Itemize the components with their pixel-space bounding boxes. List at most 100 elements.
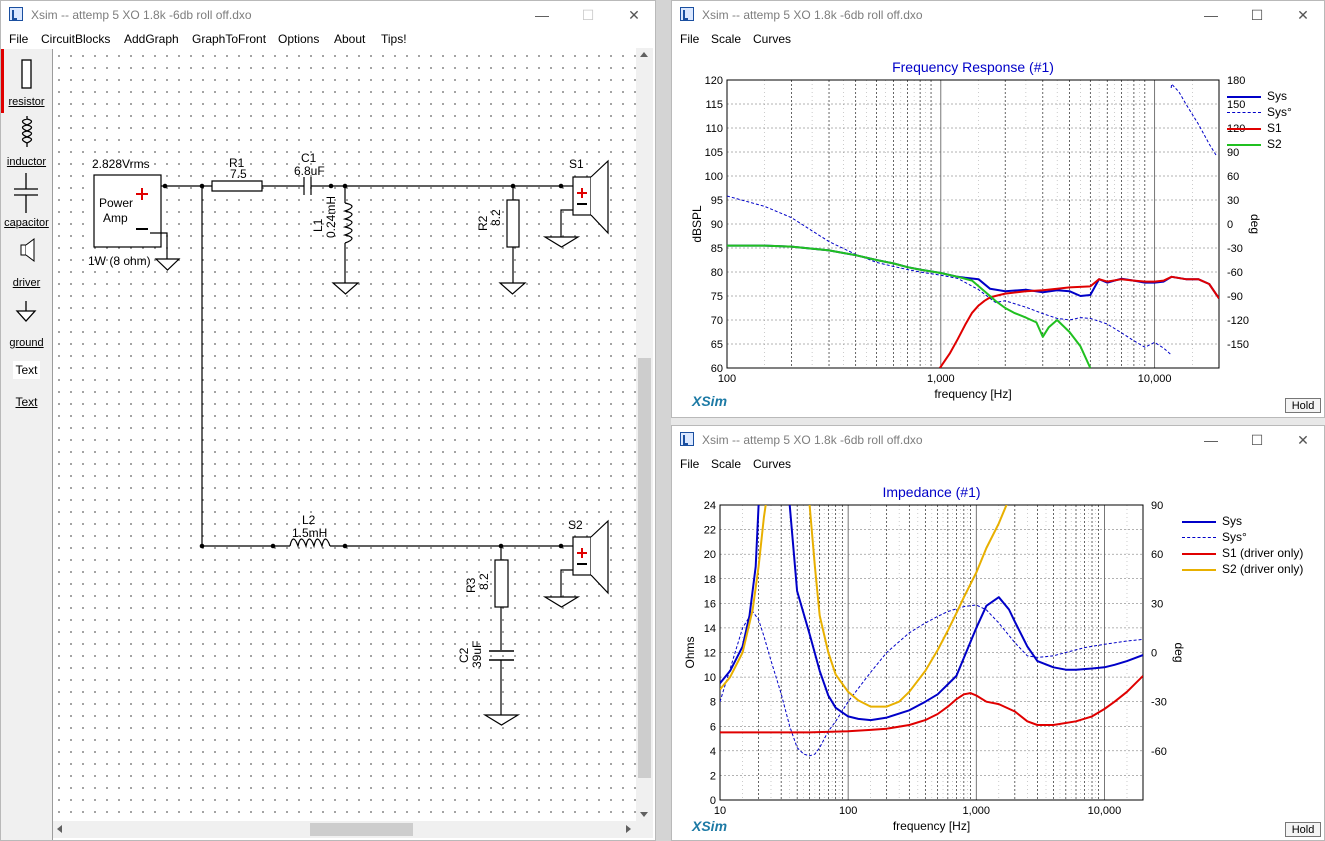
y-tick-label: 18 [704, 574, 716, 586]
resistor-icon [21, 59, 32, 89]
scroll-right-arrow-icon[interactable] [626, 825, 631, 833]
y-tick-label: 12 [704, 648, 716, 660]
text-icon: Text [15, 395, 38, 409]
freq-titlebar[interactable]: Xsim -- attemp 5 XO 1.8k -6db roll off.d… [672, 1, 1324, 29]
menu-addgraph[interactable]: AddGraph [124, 32, 179, 46]
y2-tick-label: 60 [1227, 171, 1239, 183]
menu-tips[interactable]: Tips! [381, 32, 407, 46]
menu-curves[interactable]: Curves [753, 457, 792, 471]
schematic-menubar: File CircuitBlocks AddGraph GraphToFront… [1, 29, 655, 49]
vertical-scroll-thumb[interactable] [638, 358, 651, 778]
y-tick-label: 115 [705, 99, 723, 111]
y-tick-label: 85 [711, 243, 723, 255]
window-title: Xsim -- attemp 5 XO 1.8k -6db roll off.d… [702, 8, 923, 22]
menu-scale[interactable]: Scale [711, 457, 742, 471]
close-icon[interactable]: ✕ [628, 7, 640, 23]
y-tick-label: 10 [704, 672, 716, 684]
y2-tick-label: -120 [1227, 315, 1249, 327]
series-line-s2-driver-only- [720, 505, 1008, 708]
series-group [720, 505, 1143, 757]
x-tick-label: 10,000 [1138, 373, 1172, 385]
plot-frame [726, 79, 1220, 369]
capacitor-icon [14, 173, 38, 213]
palette-selection-marker [1, 49, 4, 113]
y2-tick-label: -90 [1227, 291, 1243, 303]
chart-title: Impedance (#1) [882, 484, 980, 500]
series-line-sys- [727, 83, 1218, 355]
xsim-app-icon [680, 7, 694, 21]
minimize-icon[interactable]: — [1204, 432, 1218, 448]
palette-ground[interactable]: ground [1, 299, 52, 351]
menu-graphtofront[interactable]: GraphToFront [192, 32, 267, 46]
menu-circuitblocks[interactable]: CircuitBlocks [41, 32, 111, 46]
series-group [727, 83, 1219, 368]
y2-tick-label: 150 [1227, 99, 1245, 111]
menu-file[interactable]: File [9, 32, 29, 46]
vertical-scrollbar[interactable] [636, 48, 653, 821]
y2-tick-label: 30 [1227, 195, 1239, 207]
chart-title: Frequency Response (#1) [892, 59, 1054, 75]
palette-inductor[interactable]: inductor [1, 115, 52, 171]
series-line-s1-driver-only- [720, 675, 1143, 734]
y2-tick-label: -30 [1151, 697, 1167, 709]
inductor-icon [21, 116, 33, 147]
menu-scale[interactable]: Scale [711, 32, 742, 46]
menu-file[interactable]: File [680, 32, 700, 46]
y2-axis-label: deg [1172, 642, 1186, 662]
y2-tick-label: 30 [1151, 598, 1163, 610]
palette-resistor[interactable]: resistor [1, 57, 52, 113]
text-icon: Text [13, 361, 40, 379]
palette-capacitor[interactable]: capacitor [1, 173, 52, 229]
horizontal-scroll-thumb[interactable] [310, 823, 413, 836]
horizontal-scrollbar[interactable] [53, 821, 653, 838]
close-icon[interactable]: ✕ [1297, 432, 1309, 448]
xsim-label: XSim [692, 393, 728, 409]
window-separator [656, 0, 671, 841]
scroll-up-arrow-icon[interactable] [640, 52, 648, 57]
y2-tick-label: -30 [1227, 243, 1243, 255]
schematic-titlebar[interactable]: Xsim -- attemp 5 XO 1.8k -6db roll off.d… [1, 1, 655, 29]
maximize-icon[interactable]: ☐ [1250, 7, 1264, 23]
palette-text-boxed[interactable]: Text [1, 361, 52, 391]
menu-file[interactable]: File [680, 457, 700, 471]
y-tick-label: 60 [711, 363, 723, 375]
component-palette: resistor inductor capacitor driver groun… [1, 49, 53, 840]
palette-label: inductor [6, 156, 47, 168]
y-tick-label: 4 [710, 746, 716, 758]
frequency-response-chart[interactable]: 6065707580859095100105110115120-150-120-… [672, 49, 1324, 417]
plot-frame [719, 504, 1144, 801]
maximize-icon[interactable]: ☐ [1250, 432, 1264, 448]
y-tick-label: 90 [711, 219, 723, 231]
menu-about[interactable]: About [334, 32, 366, 46]
maximize-icon[interactable]: ☐ [581, 7, 595, 23]
y-tick-label: 70 [711, 315, 723, 327]
palette-driver[interactable]: driver [1, 237, 52, 289]
driver-icon [20, 238, 35, 262]
y-tick-label: 105 [705, 147, 723, 159]
scroll-left-arrow-icon[interactable] [57, 825, 62, 833]
y-tick-label: 100 [705, 171, 723, 183]
legend-sys: Sys [1222, 514, 1243, 528]
scroll-down-arrow-icon[interactable] [640, 812, 648, 817]
y2-tick-label: 90 [1227, 147, 1239, 159]
y2-tick-label: 0 [1151, 648, 1157, 660]
y-tick-label: 80 [711, 267, 723, 279]
legend-s2: S2 (driver only) [1222, 562, 1304, 576]
menu-options[interactable]: Options [278, 32, 320, 46]
palette-text[interactable]: Text [1, 395, 52, 415]
window-title: Xsim -- attemp 5 XO 1.8k -6db roll off.d… [702, 433, 923, 447]
hold-button[interactable]: Hold [1285, 398, 1321, 413]
menu-curves[interactable]: Curves [753, 32, 792, 46]
ground-icon [15, 301, 37, 322]
minimize-icon[interactable]: — [535, 7, 549, 23]
y2-tick-label: 180 [1227, 75, 1245, 87]
schematic-canvas[interactable] [53, 50, 636, 821]
axis-labels: 6065707580859095100105110115120-150-120-… [705, 75, 1249, 385]
close-icon[interactable]: ✕ [1297, 7, 1309, 23]
y-tick-label: 24 [704, 500, 716, 512]
y-axis-label: Ohms [683, 636, 697, 668]
imp-titlebar[interactable]: Xsim -- attemp 5 XO 1.8k -6db roll off.d… [672, 426, 1324, 454]
hold-button[interactable]: Hold [1285, 822, 1321, 837]
minimize-icon[interactable]: — [1204, 7, 1218, 23]
